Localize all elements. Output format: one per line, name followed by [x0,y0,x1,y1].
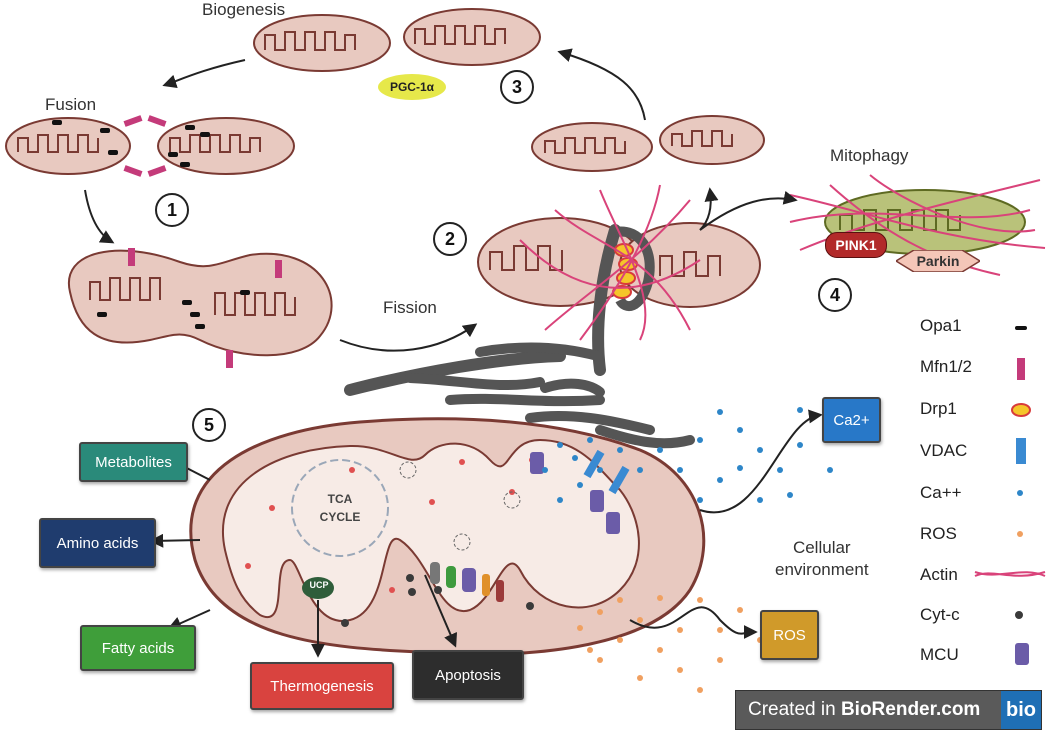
parkin-diamond-icon [896,250,980,272]
amino-acids-box: Amino acids [39,518,156,568]
mfn-icon [1017,358,1025,380]
label-cellular-environment: Cellular environment [775,538,869,579]
legend-label-vdac: VDAC [920,441,968,460]
endoplasmic-reticulum [344,342,695,449]
fatty-acids-box: Fatty acids [80,625,196,671]
legend-label-actin: Actin [920,565,958,584]
credit-prefix: Created in [748,699,841,720]
label-fusion: Fusion [45,95,97,114]
main-mitochondrion [189,417,706,656]
legend-label-ros: ROS [920,524,957,543]
pgc1a-badge: PGC-1α [378,74,446,100]
ca2-box: Ca2+ [822,397,881,443]
actin-icon [974,571,1046,577]
step-number-2: 2 [433,222,467,256]
parkin-label: Parkin [916,253,960,269]
ros-box: ROS [760,610,819,660]
ros-particles [577,595,763,693]
amino-acids-label: Amino acids [56,534,139,552]
biorender-logo-icon: bio [1001,691,1041,729]
ros-label: ROS [773,626,806,644]
metabolites-label: Metabolites [95,453,172,471]
legend-label-drp1: Drp1 [920,399,957,418]
mcu-icon [1015,643,1029,665]
ucp-label: UCP [309,580,329,590]
metabolites-box: Metabolites [79,442,188,482]
legend-label-cytc: Cyt-c [920,605,960,624]
apoptosis-box: Apoptosis [412,650,524,700]
label-fission: Fission [383,298,437,317]
credit-text: Created in BioRender.com [736,699,1001,721]
ca2-label: Ca2+ [833,411,870,429]
parkin-badge: Parkin [896,250,980,272]
step-number-5: 5 [192,408,226,442]
label-mitophagy: Mitophagy [830,146,909,165]
vdac-icon [1016,438,1026,464]
opa1-icon [1015,326,1027,330]
daughter-mitochondria [531,115,765,172]
calcium-icon [1017,490,1023,496]
pathway-arrows [84,48,823,658]
biorender-credit: Created in BioRender.com bio [735,690,1042,730]
step-number-1: 1 [155,193,189,227]
legend-label-mcu: MCU [920,645,959,664]
label-biogenesis: Biogenesis [202,0,286,19]
legend-label-opa1: Opa1 [920,316,962,335]
biogenesis-mitochondria [253,8,541,72]
tca-cycle-label: TCA CYCLE [319,492,361,524]
calcium-ions [542,407,833,503]
step-number-4: 4 [818,278,852,312]
credit-brand: BioRender.com [840,699,981,720]
step-number-3: 3 [500,70,534,104]
thermogenesis-label: Thermogenesis [270,677,374,695]
thermogenesis-box: Thermogenesis [250,662,394,710]
legend-label-mfn: Mfn1/2 [920,357,972,376]
fission-mitochondria [477,184,761,376]
ros-icon [1017,531,1023,537]
membrane-proteins [430,449,630,602]
apoptosis-label: Apoptosis [435,666,501,684]
fusion-mitochondria [5,115,295,177]
cytc-icon [1015,611,1023,619]
fused-mitochondrion [67,248,333,368]
legend-label-calcium: Ca++ [920,483,962,502]
drp1-icon [1011,403,1031,417]
pink1-badge: PINK1 [825,232,887,258]
fatty-acids-label: Fatty acids [101,639,175,657]
